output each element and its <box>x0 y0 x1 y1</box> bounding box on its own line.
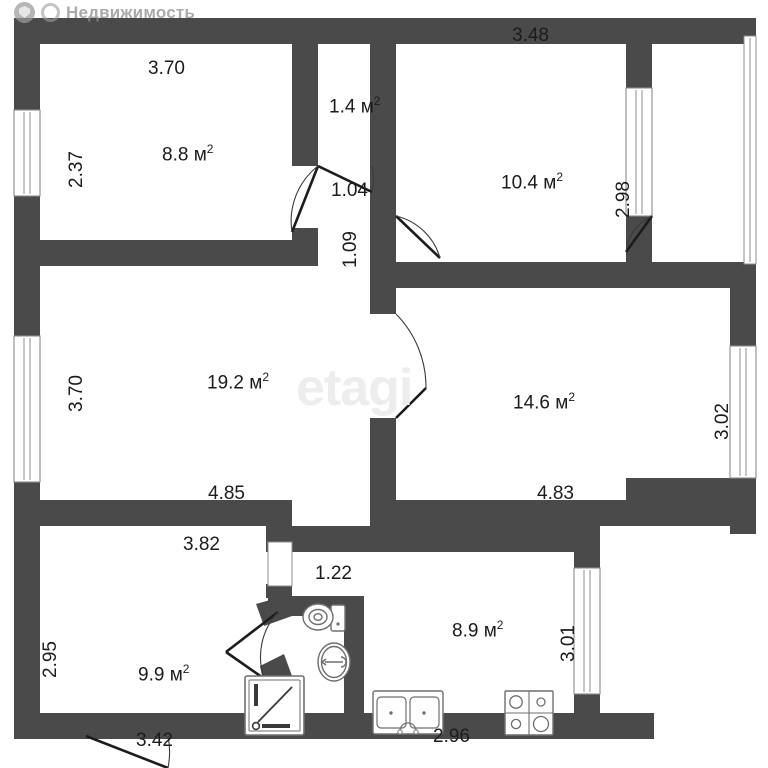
door-closet <box>317 164 374 194</box>
wall-jog-lower-left <box>14 500 40 526</box>
door-bedroom-right <box>395 313 427 419</box>
door-bedroom-small <box>290 165 320 233</box>
wall-center-stub-b <box>370 418 396 526</box>
wall-exterior-top <box>14 18 756 44</box>
wall-room104-right-a <box>626 44 652 88</box>
window-left-upper <box>13 109 41 197</box>
wall-bath-right <box>344 596 364 714</box>
wall-center-stub-a <box>370 262 396 314</box>
wall-bath-jamb-top <box>256 596 292 626</box>
wall-bath-stub <box>266 584 292 598</box>
wall-room146-right <box>626 478 756 526</box>
stove-icon <box>504 690 554 736</box>
wall-exterior-right-a <box>730 288 756 346</box>
wall-closet-right <box>370 44 396 166</box>
windows-group <box>13 35 757 695</box>
wall-room192-bottom <box>14 500 292 526</box>
wall-kitchen-right-b <box>574 694 600 739</box>
wall-exterior-bottom <box>14 713 654 739</box>
doors-group <box>85 164 654 768</box>
door-bedroom-upper-right <box>395 215 441 259</box>
wall-kitchen-top <box>266 526 574 552</box>
wall-exterior-left-d <box>14 526 40 739</box>
toilet-icon <box>302 603 346 632</box>
door-entry <box>85 734 171 768</box>
wall-exterior-left-a <box>14 18 40 110</box>
fixtures-group <box>244 603 554 736</box>
window-left-middle <box>13 335 41 483</box>
window-balcony-outer <box>743 35 757 265</box>
wall-room104-bottom <box>370 262 652 288</box>
window-balcony-inner <box>625 87 653 217</box>
window-right-middle <box>729 345 757 479</box>
doorway-corridor <box>267 541 293 587</box>
wall-room88-right <box>292 44 318 166</box>
sink-icon <box>317 642 351 682</box>
wall-closet-right-lower <box>370 166 396 262</box>
kitchen-sink-icon <box>372 690 444 735</box>
wall-room88-bottom <box>14 240 318 266</box>
shower-tray-icon <box>244 675 305 736</box>
door-balcony <box>624 215 654 253</box>
window-kitchen <box>573 567 601 695</box>
wall-kitchen-right-a <box>574 526 600 568</box>
